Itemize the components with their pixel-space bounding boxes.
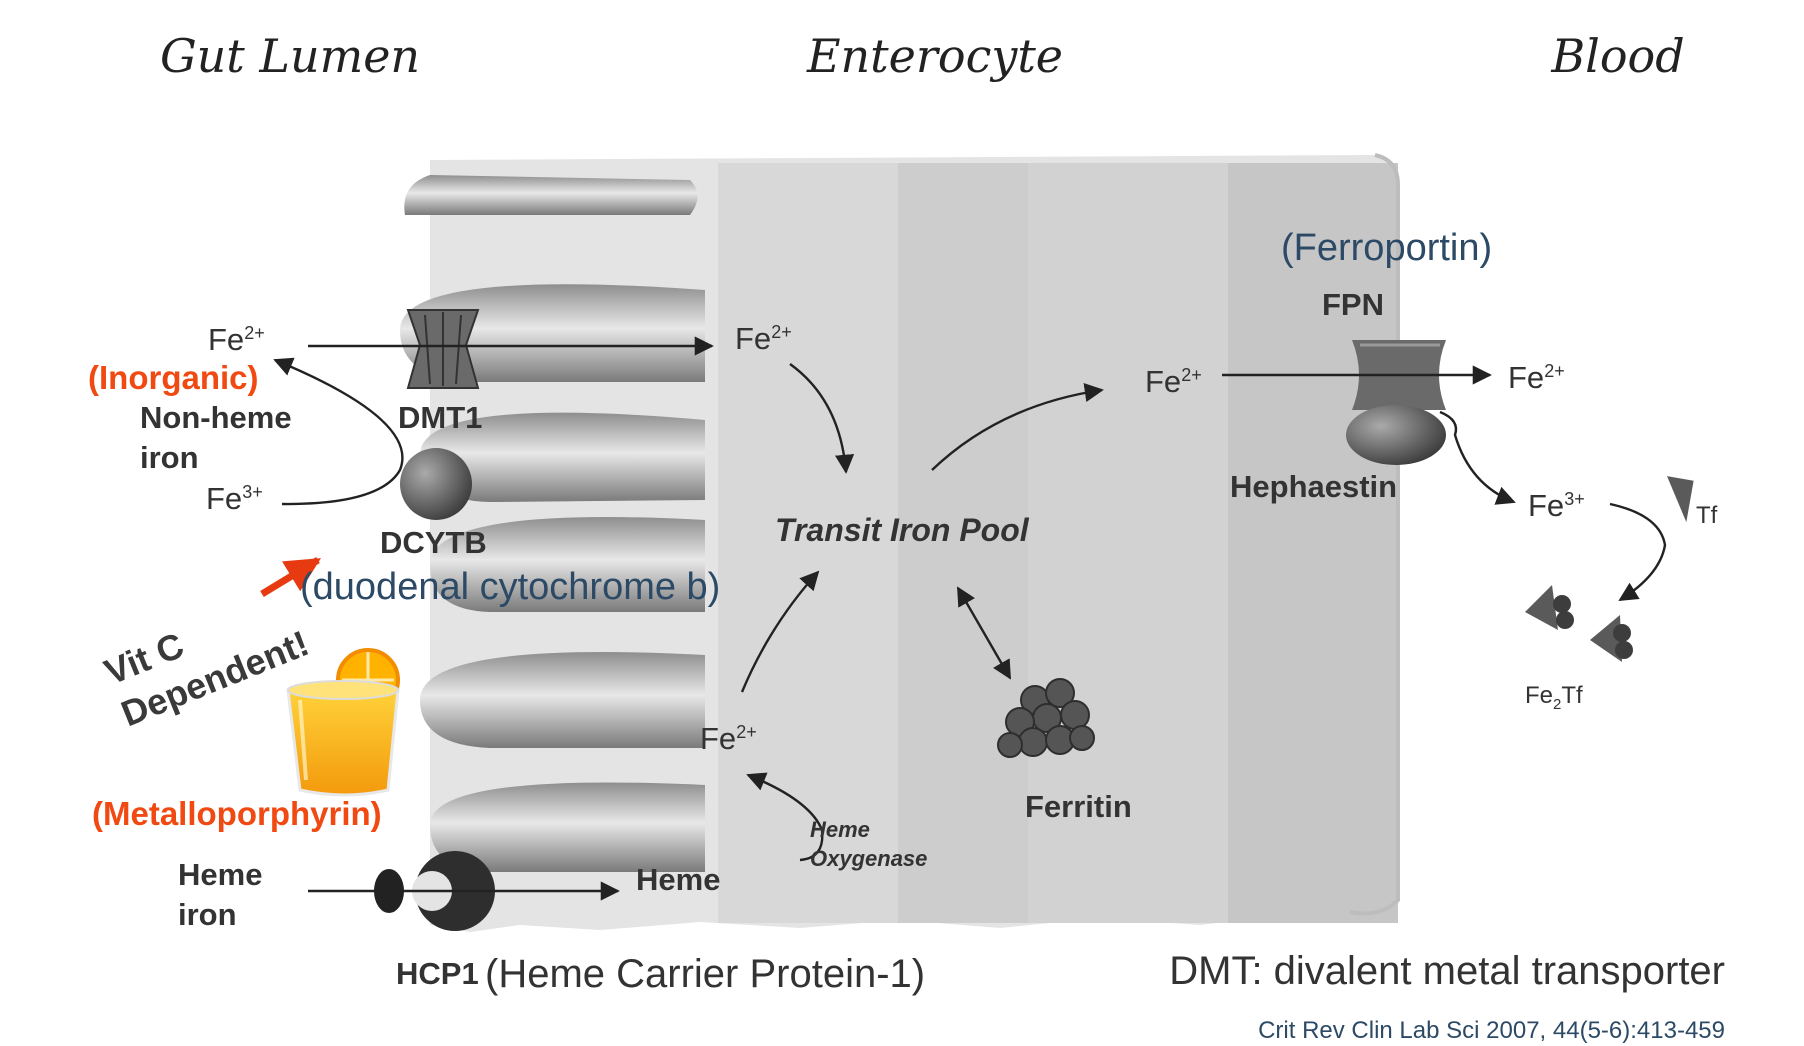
heme-oxygenase-label-line2: Oxygenase (810, 846, 927, 871)
fe2-lumen-label: Fe2+ (208, 322, 265, 357)
dmt1-label: DMT1 (398, 400, 482, 435)
dcytb-label: DCYTB (380, 525, 487, 560)
hephaestin-label: Hephaestin (1230, 469, 1397, 504)
heme-iron-label-line1: Heme (178, 857, 262, 892)
arrow-fe2-oxidation (1439, 410, 1516, 505)
heme-label: Heme (636, 862, 720, 897)
citation: Crit Rev Clin Lab Sci 2007, 44(5-6):413-… (1258, 1017, 1725, 1044)
microvillus (430, 517, 705, 612)
tf-label: Tf (1696, 502, 1718, 529)
header-blood: Blood (1550, 29, 1684, 83)
fpn-label: FPN (1322, 287, 1384, 322)
arrow-tf-binding (1609, 502, 1667, 602)
vit-c-note: Vit C Dependent! (99, 622, 315, 734)
arrow-fe3-reduction (273, 357, 404, 506)
fe2tf-complex-icon (1525, 585, 1633, 662)
header-enterocyte: Enterocyte (806, 29, 1063, 83)
dmt1-transporter-icon (406, 309, 480, 389)
microvillus (430, 782, 705, 872)
microvillus (420, 412, 705, 502)
hephaestin-protein-icon (1346, 405, 1446, 465)
microvilli (400, 175, 705, 872)
non-heme-iron-label-line1: Non-heme (140, 400, 292, 435)
fe2-cell-label: Fe2+ (735, 321, 792, 356)
cell-band (1228, 163, 1398, 923)
arrow-heme-fe2-to-pool (740, 570, 820, 693)
ferritin-cluster-icon (997, 678, 1095, 758)
arrow-pool-to-fe2 (931, 383, 1104, 471)
fe2tf-label: Fe2Tf (1525, 682, 1583, 713)
hcp1-full-name: (Heme Carrier Protein-1) (485, 952, 925, 996)
non-heme-iron-label-line2: iron (140, 440, 199, 475)
fe3-lumen-label: Fe3+ (206, 481, 263, 516)
arrow-pool-ferritin-exchange (956, 586, 1012, 680)
fe2-from-heme-label: Fe2+ (700, 721, 757, 756)
orange-juice-glass-icon (286, 648, 400, 797)
cell-band (898, 163, 1028, 923)
red-pointer-arrow (260, 557, 321, 597)
cell-band (718, 163, 898, 923)
fe3-blood-label: Fe3+ (1528, 488, 1585, 523)
ferroportin-label: (Ferroportin) (1281, 227, 1492, 269)
heme-iron-label-line2: iron (178, 897, 237, 932)
hcp1-label: HCP1 (396, 956, 479, 991)
transit-iron-pool-label: Transit Iron Pool (775, 512, 1030, 548)
cell-band (1028, 163, 1228, 923)
dcytb-full-name: (duodenal cytochrome b) (300, 566, 720, 608)
heme-oxygenase-label-line1: Heme (810, 817, 870, 842)
header-gut-lumen: Gut Lumen (160, 29, 420, 83)
fe2-blood-label: Fe2+ (1508, 360, 1565, 395)
transferrin-icon (1667, 476, 1694, 523)
arrow-heme-oxygenase (746, 772, 824, 862)
inorganic-label: (Inorganic) (88, 359, 259, 396)
ferritin-label: Ferritin (1025, 789, 1132, 824)
microvillus (404, 175, 698, 215)
fe2-basolateral-label: Fe2+ (1145, 364, 1202, 399)
metalloporphyrin-label: (Metalloporphyrin) (92, 795, 382, 832)
microvillus (420, 652, 705, 748)
arrow-fe2-to-pool (789, 363, 855, 474)
dmt-definition: DMT: divalent metal transporter (1169, 949, 1725, 993)
dcytb-protein-icon (400, 448, 472, 520)
microvillus (400, 284, 705, 382)
